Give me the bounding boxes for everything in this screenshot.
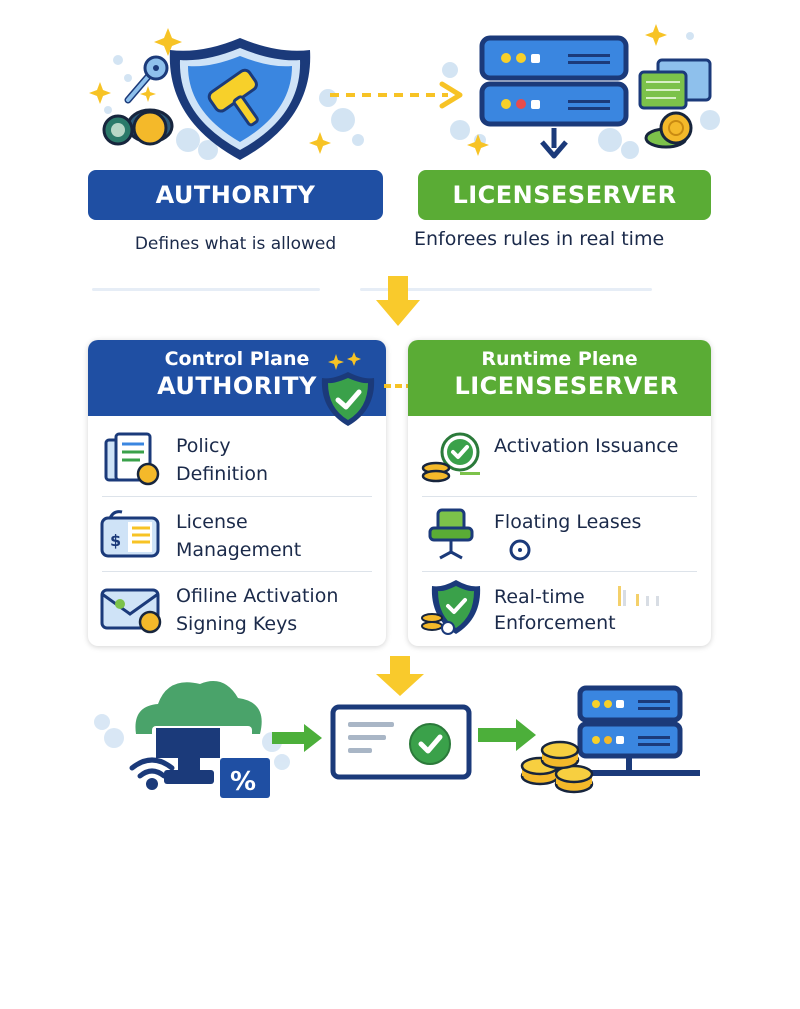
check-circle-icon [409,723,451,765]
check-badge-icon [421,432,480,483]
authority-banner: AUTHORITY [88,170,383,220]
row-divider [422,496,697,497]
arrow-right-icon [272,724,322,752]
license-server-illustration [520,685,700,794]
arrow-down-icon [376,276,420,326]
sparkle-icon [89,28,331,154]
list-item-floating-leases: Floating Leases [418,500,701,574]
control-plane-panel: Control Plane AUTHORITY Policy Definitio… [88,340,386,646]
section-divider-left [92,288,320,291]
list-item-realtime-enforcement: Real-time Enforcement [418,574,701,648]
arrow-down-icon [540,128,568,159]
section-divider-right [360,288,652,291]
row-divider [102,496,372,497]
shield-gavel-icon [169,38,311,160]
control-plane-title: AUTHORITY [157,372,317,400]
list-item-label: Policy Definition [176,435,269,485]
flow-arrow-authority-to-server [330,81,463,109]
authority-title: AUTHORITY [155,181,316,209]
coins-icon [102,108,174,146]
floating-seat-icon [428,508,531,561]
sparkle-icon [467,24,667,156]
shield-check-icon [321,352,375,426]
runtime-plane-header: Runtime Plene LICENSESERVER [408,340,711,416]
authority-illustration [89,28,364,160]
runtime-plane-panel: Runtime Plene LICENSESERVER Activation I… [408,340,711,646]
arrow-right-icon [478,719,536,751]
list-item-offline-activation: Ofiline Activation Signing Keys [98,574,376,648]
runtime-plane-label: Runtime Plene [481,348,638,370]
wifi-icon [129,757,175,779]
shield-check-icon [421,580,481,635]
row-divider [102,571,372,572]
discount-icon: % [230,767,256,797]
authority-subtitle: Defines what is allowed [134,234,337,254]
cloud-icon [135,681,262,734]
envelope-key-icon [100,588,162,634]
arrow-down-icon [376,656,424,696]
control-plane-label: Control Plane [164,348,310,370]
server-rack-icon [479,35,629,127]
row-divider [422,571,697,572]
coins-icon [520,740,594,794]
list-item-label: Ofiline Activation Signing Keys [176,585,339,635]
list-item-label: License Management [176,511,302,561]
runtime-plane-title: LICENSESERVER [454,372,679,400]
list-item-license-management: $ License Management [98,500,376,574]
licenseserver-illustration [442,24,720,159]
key-icon [124,55,169,104]
licenseserver-subtitle: Enforees rules in real time [414,228,665,250]
client-device-illustration: % [94,681,290,798]
list-item-label: Floating Leases [494,511,642,533]
license-card-icon: $ [100,510,160,558]
documents-coins-icon [638,58,712,149]
list-item-label: Activation Issuance [494,435,679,457]
policy-document-icon [104,432,160,486]
list-item-policy-definition: Policy Definition [98,424,376,498]
server-rack-icon [577,685,700,776]
validated-license-card [330,704,472,780]
licenseserver-title: LICENSESERVER [452,181,677,209]
list-item-activation-issuance: Activation Issuance [418,424,701,498]
svg-text:$: $ [110,531,121,550]
licenseserver-banner: LICENSESERVER [418,170,711,220]
bar-indicator-icon [618,586,659,606]
list-item-label: Real-time Enforcement [494,586,616,634]
